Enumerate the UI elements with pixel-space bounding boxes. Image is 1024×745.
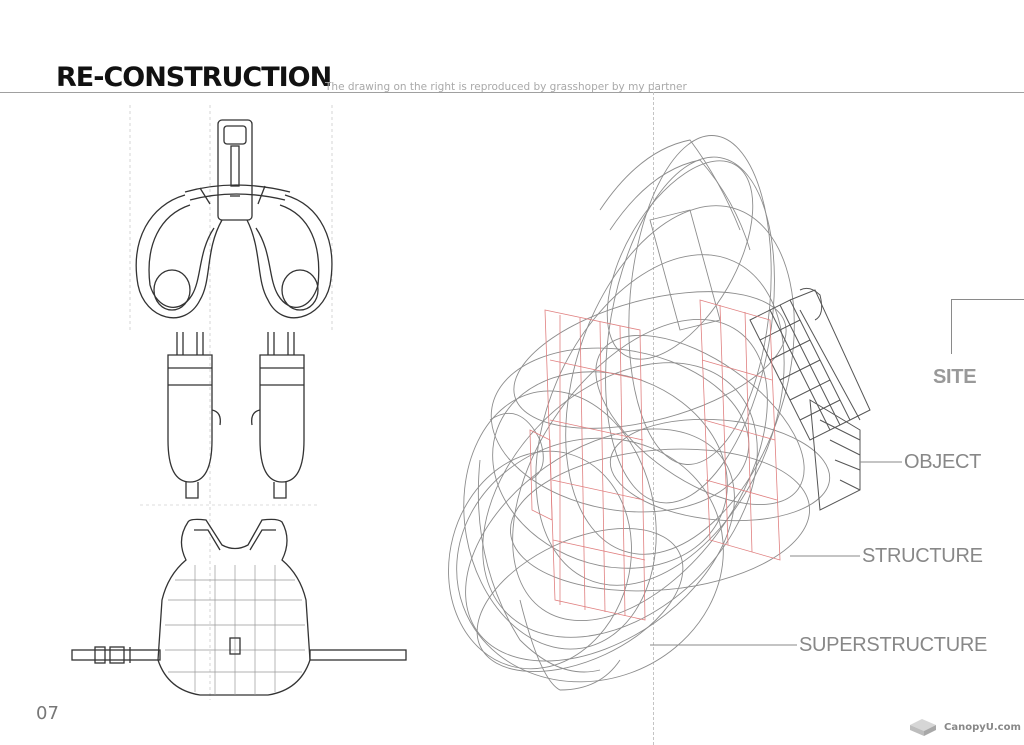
label-superstructure: SUPERSTRUCTURE xyxy=(799,634,988,656)
page-number: 07 xyxy=(36,703,59,724)
canopyu-logo: CanopyU.com xyxy=(906,717,1021,737)
cube-logo-icon xyxy=(910,719,936,736)
label-leaders xyxy=(650,461,902,646)
site-leader-vertical xyxy=(951,299,952,354)
side-pieces-drawing xyxy=(167,332,305,499)
header-rule xyxy=(0,92,1024,93)
wireframe-reconstruction xyxy=(448,135,871,691)
label-structure: STRUCTURE xyxy=(862,545,983,567)
headband-drawing xyxy=(135,119,333,319)
vest-drawing xyxy=(71,518,407,696)
center-dashed-divider xyxy=(653,82,654,745)
logo-text: CanopyU.com xyxy=(944,721,1021,733)
site-leader-horizontal xyxy=(951,299,1024,300)
label-site: SITE xyxy=(933,366,977,388)
label-object: OBJECT xyxy=(904,451,982,473)
page-title: RE-CONSTRUCTION xyxy=(56,62,332,93)
page-subtitle: The drawing on the right is reproduced b… xyxy=(325,81,687,93)
